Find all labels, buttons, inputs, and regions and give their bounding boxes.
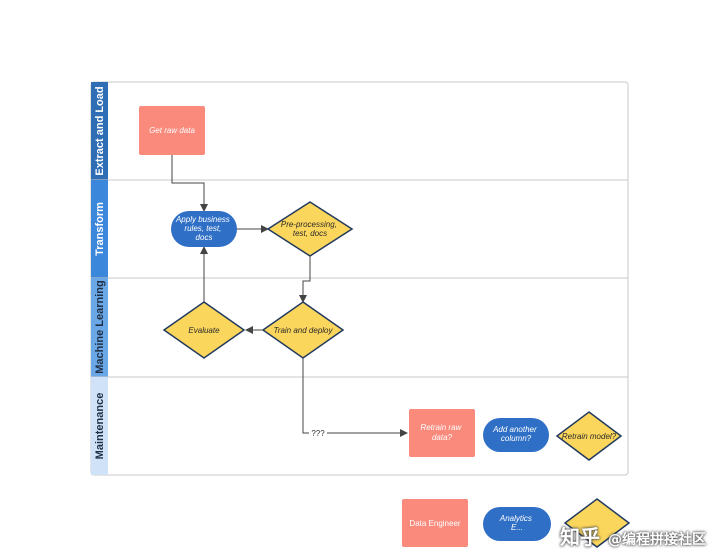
edges	[171, 155, 408, 437]
node-text: Train and deploy	[274, 326, 334, 335]
watermark-brand: 知乎	[560, 525, 600, 549]
node-text: column?	[501, 434, 532, 443]
legend-text: E...	[511, 523, 523, 532]
node-retrain-model[interactable]: Retrain model?	[555, 411, 623, 461]
node-retrain-raw-data[interactable]: Retrain raw data?	[409, 409, 475, 457]
legend-text: Analytics	[499, 514, 532, 523]
lane-transform: Transform	[91, 180, 628, 279]
edge-train-to-retrain	[302, 358, 408, 437]
svg-text:Add another column?: Add another column?	[492, 425, 539, 443]
svg-text:Retrain raw data?: Retrain raw data?	[420, 423, 463, 442]
watermark-handle: @编程拼接社区	[608, 532, 706, 548]
svg-text:Retrain model?: Retrain model?	[562, 432, 617, 441]
node-preprocessing[interactable]: Pre-processing, test, docs	[266, 201, 354, 257]
node-text: Pre-processing,	[281, 220, 337, 229]
edge-label-unknown: ???	[311, 429, 325, 438]
node-text: Evaluate	[188, 326, 220, 335]
edge-get-raw-to-apply	[171, 155, 208, 212]
svg-text:Train and deploy: Train and deploy	[274, 326, 334, 335]
node-text: Add another	[492, 425, 537, 434]
node-text: test, docs	[293, 229, 327, 238]
lane-maintenance: Maintenance	[91, 377, 108, 475]
node-train-and-deploy[interactable]: Train and deploy	[261, 301, 345, 359]
node-text: Retrain raw	[420, 423, 462, 432]
svg-text:Get raw data: Get raw data	[149, 126, 195, 135]
watermark: 知乎 @编程拼接社区	[560, 521, 706, 550]
legend-data-engineer: Data Engineer	[402, 499, 468, 547]
svg-text:Pre-processing, test, do: Pre-processing, test, docs	[281, 220, 339, 238]
lane-machine-learning: Machine Learning	[91, 278, 628, 378]
legend-text: Data Engineer	[409, 519, 460, 528]
node-text: data?	[432, 433, 453, 442]
lane-extract: Extract and Load	[91, 82, 628, 181]
node-text: Retrain model?	[562, 432, 617, 441]
lane-label-maintenance: Maintenance	[94, 393, 106, 460]
lane-label-transform: Transform	[94, 202, 106, 256]
node-add-another-column[interactable]: Add another column?	[483, 418, 549, 452]
legend-scientist	[563, 498, 631, 548]
svg-text:Apply business rules, te: Apply business rules, test, docs	[175, 215, 232, 242]
node-text: Apply business	[175, 215, 230, 224]
legend-analytics: Analytics E...	[483, 507, 551, 541]
node-get-raw-data[interactable]: Get raw data	[139, 106, 205, 155]
node-apply-business-rules[interactable]: Apply business rules, test, docs	[171, 211, 237, 247]
svg-text:Evaluate: Evaluate	[188, 326, 220, 335]
node-text: Get raw data	[149, 126, 195, 135]
svg-text:Data Engineer: Data Engineer	[409, 519, 460, 528]
svg-text:Analytics E...: Analytics E...	[499, 514, 534, 532]
node-text: docs	[196, 233, 213, 242]
lane-label-extract: Extract and Load	[94, 86, 106, 175]
lane-label-machine-learning: Machine Learning	[94, 280, 106, 374]
edge-preprocessing-to-train	[299, 256, 311, 303]
node-text: rules, test,	[184, 224, 221, 233]
node-evaluate[interactable]: Evaluate	[162, 301, 246, 359]
